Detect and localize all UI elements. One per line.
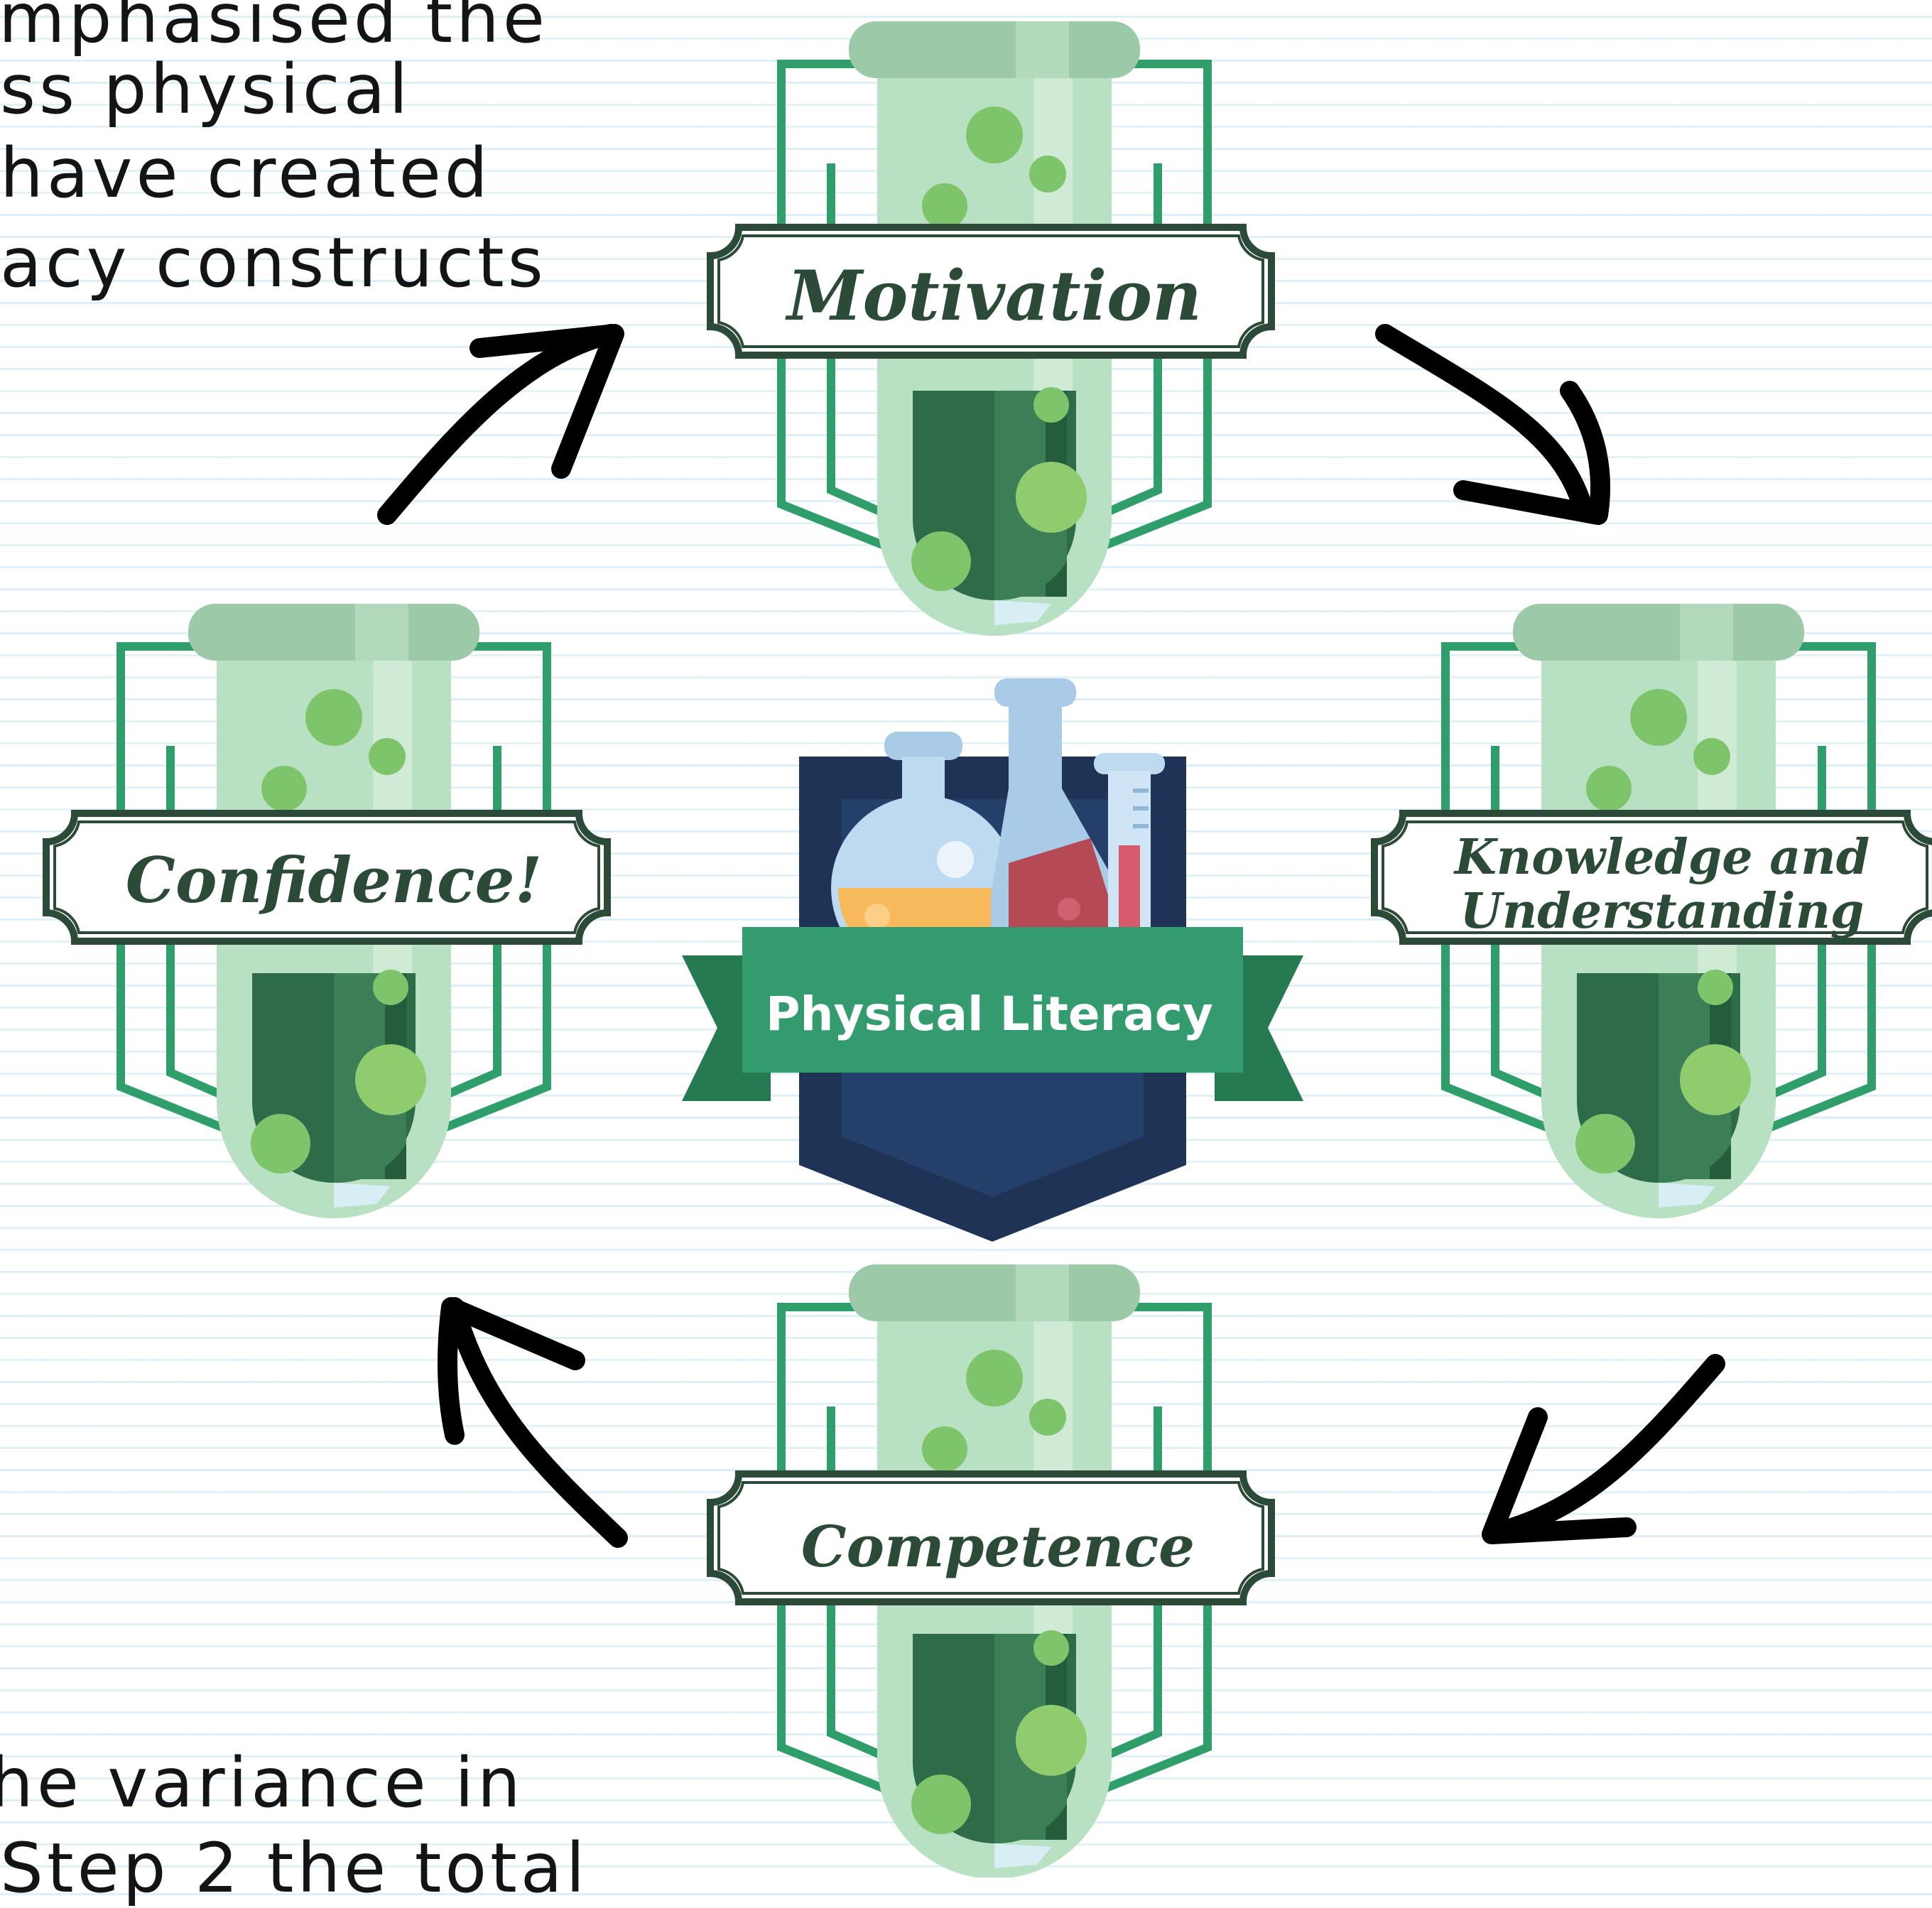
node-label-competence: Competence: [801, 1513, 1195, 1580]
flask-icon: [991, 678, 1122, 931]
test-tube-icon: [1094, 753, 1165, 934]
bg-text-line-4: acy constructs: [0, 223, 547, 303]
arrow-icon: [377, 324, 1725, 1548]
node-label-knowledge-line2: Understanding: [1460, 883, 1865, 940]
bg-text-line-3: have created: [0, 134, 492, 213]
center-ribbon: [742, 927, 1243, 1073]
node-label-knowledge-line1: Knowledge and: [1453, 829, 1870, 886]
center-shield: Physical Literacy: [682, 678, 1303, 1242]
node-label-motivation: Motivation: [785, 256, 1202, 336]
node-competence: Competence: [710, 1264, 1271, 1877]
center-title: Physical Literacy: [766, 987, 1213, 1041]
node-label-confidence: Confidence!: [126, 843, 542, 917]
node-confidence: Confidence!: [46, 604, 607, 1218]
bg-text-line-5: he variance in: [0, 1743, 524, 1823]
bg-text-line-2: ss physical: [0, 50, 412, 129]
bg-text-line-1: mphasised the: [0, 0, 548, 58]
node-motivation: Motivation: [710, 21, 1271, 636]
node-knowledge: Knowledge and Understanding: [1374, 604, 1932, 1218]
